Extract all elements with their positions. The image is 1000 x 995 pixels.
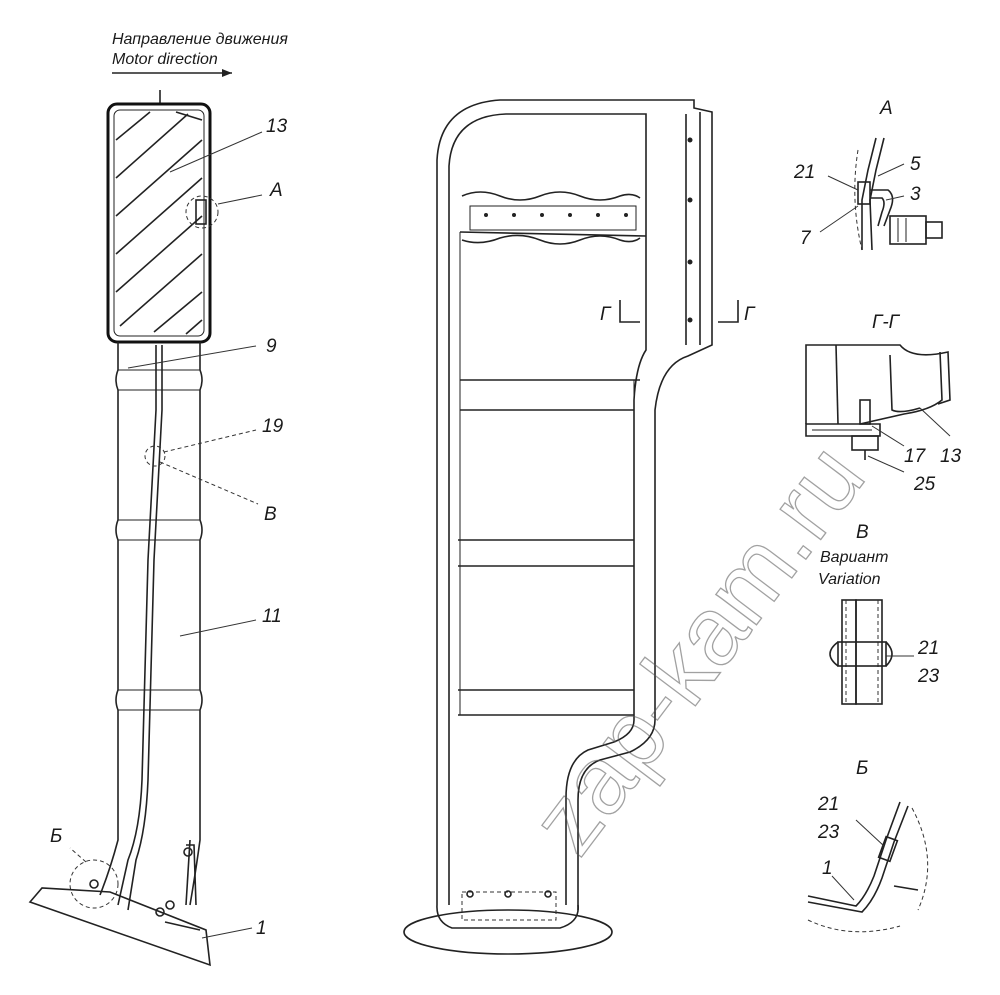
section-gg: Г-Г 17 13 25 [805, 312, 962, 495]
callout-19: 19 [262, 416, 284, 437]
detail-b-21: 21 [817, 794, 839, 815]
detail-b: Б 21 23 1 [807, 758, 929, 933]
direction-arrow-icon [112, 69, 232, 77]
section-mark: Г Г [600, 300, 756, 325]
detail-a-7: 7 [800, 228, 812, 249]
left-callouts: 13 А 9 19 В 11 Б 1 [50, 116, 288, 939]
detail-v-variant-en: Variation [818, 571, 881, 588]
direction-label-ru: Направление движения [112, 31, 288, 48]
section-gg-17: 17 [904, 446, 927, 467]
detail-v-23: 23 [917, 666, 940, 687]
detail-a: А 21 5 3 7 [793, 98, 943, 251]
detail-a-21: 21 [793, 162, 815, 183]
detail-b-23: 23 [817, 822, 840, 843]
detail-a-5: 5 [910, 154, 921, 175]
section-gg-13: 13 [940, 446, 962, 467]
direction-label-en: Motor direction [112, 51, 218, 68]
front-view: Г Г [403, 99, 756, 955]
callout-v: В [264, 504, 277, 525]
detail-v-21: 21 [917, 638, 939, 659]
callout-1: 1 [256, 918, 267, 939]
callout-11: 11 [262, 606, 282, 627]
upper-shield [106, 90, 219, 344]
detail-b-1: 1 [822, 858, 833, 879]
detail-v: В Вариант Variation 21 23 [818, 522, 940, 705]
detail-a-3: 3 [910, 184, 921, 205]
detail-a-title: А [879, 98, 893, 119]
callout-13: 13 [266, 116, 288, 137]
callout-b: Б [50, 826, 62, 847]
section-gg-25: 25 [913, 474, 936, 495]
section-mark-right: Г [744, 304, 756, 325]
detail-v-variant-ru: Вариант [820, 549, 888, 566]
callout-9: 9 [266, 336, 277, 357]
detail-v-title: В [856, 522, 869, 543]
side-view: Направление движения Motor direction [28, 31, 288, 967]
section-gg-title: Г-Г [872, 312, 901, 333]
mudguard-strip [28, 342, 211, 967]
detail-b-title: Б [856, 758, 868, 779]
callout-a: А [269, 180, 283, 201]
section-mark-left: Г [600, 304, 612, 325]
